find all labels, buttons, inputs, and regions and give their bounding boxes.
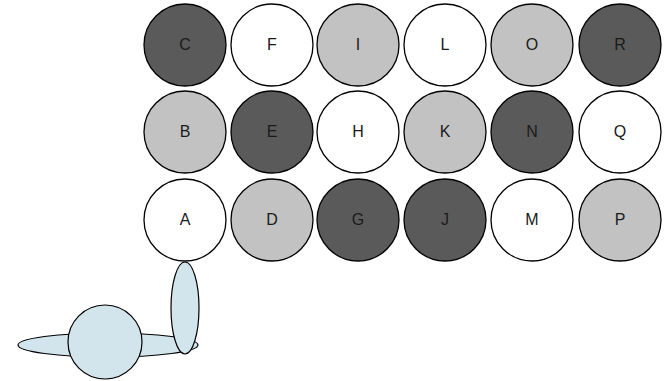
letter-circle: R xyxy=(578,3,662,87)
circle-letter: G xyxy=(316,211,400,229)
letter-circle: L xyxy=(403,3,487,87)
circle-shape xyxy=(404,179,486,261)
circle-shape xyxy=(579,91,661,173)
circle-shape xyxy=(491,179,573,261)
letter-circle: Q xyxy=(578,90,662,174)
circle-letter: O xyxy=(490,36,574,54)
circle-shape xyxy=(404,4,486,86)
head xyxy=(68,305,142,379)
circle-shape xyxy=(144,91,226,173)
letter-circle: P xyxy=(578,178,662,262)
circle-shape xyxy=(579,4,661,86)
circle-shape xyxy=(231,91,313,173)
circle-shape xyxy=(317,4,399,86)
circle-shape xyxy=(144,4,226,86)
circle-letter: C xyxy=(143,36,227,54)
circle-shape xyxy=(317,91,399,173)
letter-circle: B xyxy=(143,90,227,174)
circle-letter: M xyxy=(490,211,574,229)
letter-circle: I xyxy=(316,3,400,87)
circle-shape xyxy=(579,179,661,261)
circle-shape xyxy=(317,179,399,261)
circle-shape xyxy=(491,4,573,86)
letter-circle: K xyxy=(403,90,487,174)
circle-letter: J xyxy=(403,211,487,229)
letter-circle: J xyxy=(403,178,487,262)
letter-circle: F xyxy=(230,3,314,87)
circle-shape xyxy=(231,179,313,261)
letter-circle: E xyxy=(230,90,314,174)
letter-circle: O xyxy=(490,3,574,87)
circle-shape xyxy=(144,179,226,261)
circle-shape xyxy=(404,91,486,173)
letter-circle: C xyxy=(143,3,227,87)
circle-letter: K xyxy=(403,123,487,141)
letter-circle: N xyxy=(490,90,574,174)
circle-letter: B xyxy=(143,123,227,141)
circle-letter: R xyxy=(578,36,662,54)
letter-circle: H xyxy=(316,90,400,174)
circle-shape xyxy=(491,91,573,173)
letter-circle: A xyxy=(143,178,227,262)
raised-arm xyxy=(171,262,199,354)
circle-letter: F xyxy=(230,36,314,54)
circle-shape xyxy=(231,4,313,86)
circle-letter: N xyxy=(490,123,574,141)
circle-letter: I xyxy=(316,36,400,54)
circle-letter: D xyxy=(230,211,314,229)
letter-circle: D xyxy=(230,178,314,262)
circle-letter: Q xyxy=(578,123,662,141)
circle-letter: E xyxy=(230,123,314,141)
circle-letter: P xyxy=(578,211,662,229)
letter-circle: G xyxy=(316,178,400,262)
circle-letter: A xyxy=(143,211,227,229)
circle-letter: L xyxy=(403,36,487,54)
circle-letter: H xyxy=(316,123,400,141)
letter-circle: M xyxy=(490,178,574,262)
